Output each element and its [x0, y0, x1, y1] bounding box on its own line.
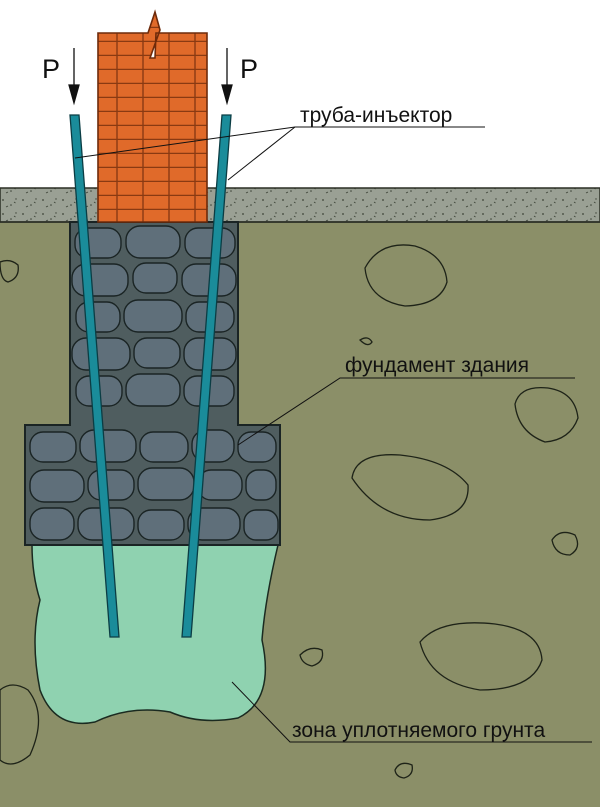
force-label-right: P — [240, 54, 258, 84]
brick-wall — [97, 9, 208, 223]
injector-pipes — [69, 114, 232, 638]
ground-surface — [0, 187, 600, 223]
compaction-zone — [31, 544, 279, 724]
injector-pipe-right — [181, 114, 232, 638]
sky-area — [0, 0, 600, 190]
force-arrow-left — [68, 48, 80, 106]
force-arrow-right — [221, 48, 233, 106]
label-compaction-zone: зона уплотняемого грунта — [292, 719, 545, 742]
label-building-foundation: фундамент здания — [345, 354, 529, 377]
soil-stones — [0, 244, 579, 779]
leader-lines — [74, 126, 592, 743]
force-label-left: P — [42, 54, 60, 84]
label-injector-pipe: труба-инъектор — [300, 104, 452, 127]
injector-pipe-left — [69, 114, 120, 638]
force-arrows — [68, 48, 233, 106]
